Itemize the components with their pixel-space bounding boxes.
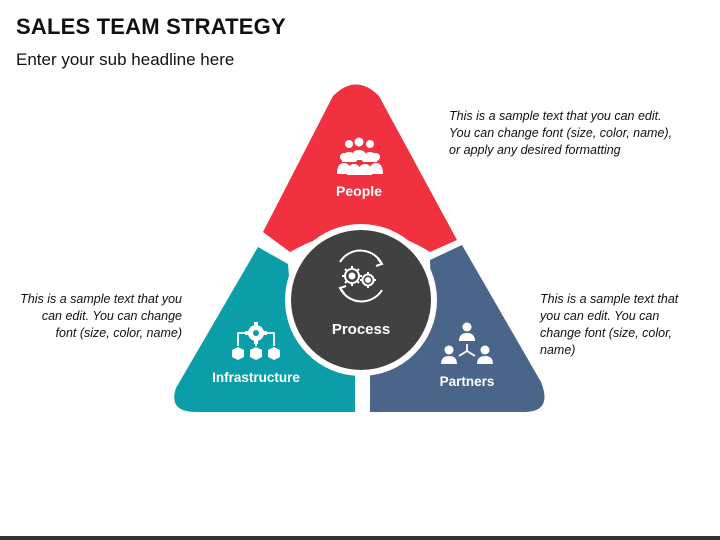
people-group-icon bbox=[337, 137, 383, 175]
partners-connector-lines bbox=[458, 344, 476, 357]
note-partners: This is a sample text that you can edit.… bbox=[540, 292, 679, 357]
page-title: SALES TEAM STRATEGY bbox=[16, 14, 286, 39]
segment-label-process: Process bbox=[332, 321, 390, 338]
segment-label-partners: Partners bbox=[440, 374, 495, 389]
network-gear-icon bbox=[232, 322, 280, 360]
process-circle bbox=[291, 230, 431, 370]
segment-label-people: People bbox=[336, 183, 382, 199]
page-subtitle: Enter your sub headline here bbox=[16, 50, 235, 69]
segment-infrastructure bbox=[174, 247, 355, 412]
gear-cycle-icon bbox=[338, 249, 384, 303]
note-infrastructure: This is a sample text that you can edit.… bbox=[20, 292, 182, 340]
segment-partners bbox=[370, 245, 545, 412]
segment-label-infrastructure: Infrastructure bbox=[212, 370, 300, 385]
bottom-bar bbox=[0, 536, 720, 540]
partners-hierarchy-icon bbox=[441, 322, 493, 364]
note-people: This is a sample text that you can edit.… bbox=[449, 109, 673, 157]
